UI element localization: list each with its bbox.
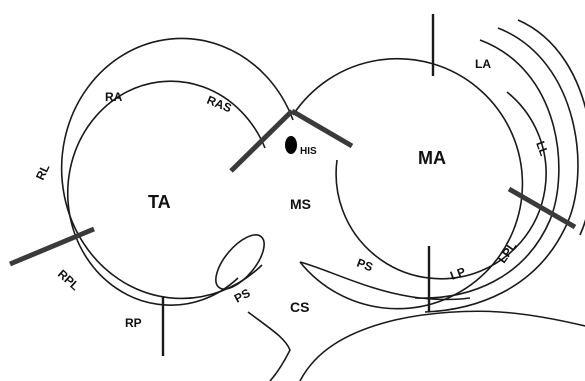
cs-right-wall: [299, 310, 585, 381]
ta-outer-ring: [60, 37, 294, 300]
label-la: LA: [475, 57, 491, 71]
label-cs: CS: [290, 299, 309, 315]
his-bundle-dot: [285, 136, 297, 154]
label-ll: LL: [533, 139, 551, 158]
bar-right-his: [290, 108, 354, 149]
label-ras: RAS: [205, 93, 234, 115]
ma-inner-ring: [335, 91, 547, 280]
ma-outer-ring: [292, 57, 524, 310]
ps-ellipse: [215, 234, 265, 290]
bar-rpl: [9, 226, 95, 267]
label-ta: TA: [148, 192, 171, 212]
label-ps-right: PS: [355, 256, 375, 275]
labels: TA MA MS CS HIS RA RAS RL RPL RP PS PS L…: [33, 57, 551, 330]
label-ms: MS: [290, 196, 311, 212]
label-lp: LP: [448, 264, 467, 282]
mitral-ring: [292, 57, 547, 310]
coronary-sinus: [247, 261, 585, 381]
label-ma: MA: [418, 148, 446, 168]
tricuspid-ring: [60, 37, 294, 306]
cs-upper-wall: [299, 261, 471, 301]
label-rl: RL: [33, 162, 52, 182]
lateral-curve-1: [414, 39, 560, 299]
label-rpl: RPL: [55, 267, 82, 293]
lateral-curve-3: [517, 19, 585, 236]
bar-lpl: [507, 186, 577, 230]
label-his: HIS: [300, 146, 317, 157]
bar-left-ras: [229, 109, 294, 173]
label-ps-left: PS: [232, 286, 253, 306]
cs-lower-wall: [247, 311, 291, 381]
label-ra: RA: [105, 90, 123, 104]
vertical-markers: [161, 14, 435, 356]
label-rp: RP: [125, 316, 142, 330]
marker-bars: [9, 108, 577, 267]
